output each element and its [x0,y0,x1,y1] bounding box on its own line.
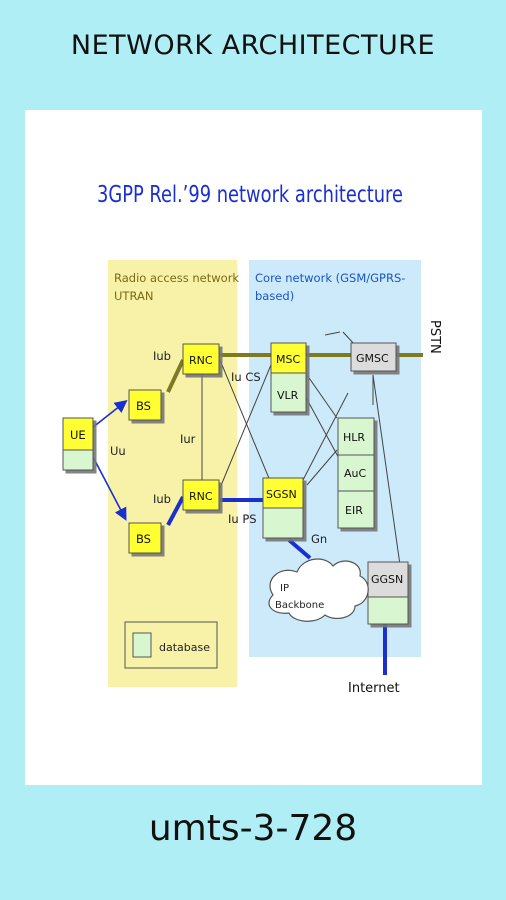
core-label-line1: Core network (GSM/GPRS- [255,271,405,285]
uu-label: Uu [110,444,126,458]
node-gmsc-label: GMSC [356,352,389,365]
page-title: NETWORK ARCHITECTURE [70,30,436,61]
network-diagram: 3GPP Rel.’99 network architecture Radio … [62,182,442,696]
node-gmsc: GMSC [350,342,397,372]
iur-label: Iur [180,432,196,446]
ip-backbone-cloud: IP Backbone [268,558,369,622]
node-rnc-top-label: RNC [189,354,213,367]
iu-ps-label: Iu PS [228,512,257,526]
node-bs-top-label: BS [136,399,151,413]
legend-label: database [159,641,210,654]
internet-label: Internet [348,681,400,696]
iub-top-label: Iub [153,349,171,363]
packet-links [166,496,387,675]
node-ggsn-label: GGSN [371,573,403,586]
cloud-label-line1: IP [280,583,289,594]
node-ggsn: GGSN [367,561,409,625]
node-vlr-label: VLR [277,389,299,402]
node-ue: UE [62,417,94,471]
ran-label-line2: UTRAN [114,289,153,303]
node-rnc-bottom-label: RNC [189,490,213,503]
iu-cs-label: Iu CS [231,370,261,384]
node-rnc-top: RNC [182,343,220,375]
footer-caption: umts-3-728 [148,808,358,849]
node-sgsn: SGSN [262,477,304,539]
core-label-line2: based) [255,289,294,303]
gn-label: Gn [311,532,327,546]
node-bs-top: BS [128,389,162,421]
node-ue-label: UE [70,428,86,442]
node-hlr-auc-eir: HLR AuC EIR [337,417,375,529]
node-msc-vlr: MSC VLR [270,342,307,413]
diagram-card: 3GPP Rel.’99 network architecture Radio … [25,110,482,785]
circuit-links [166,353,423,393]
ran-region [108,260,237,687]
diagram-title: 3GPP Rel.’99 network architecture [97,182,403,208]
legend: database [124,621,218,669]
node-msc-label: MSC [276,353,300,366]
node-eir-label: EIR [345,504,363,517]
node-auc-label: AuC [344,467,366,480]
node-sgsn-label: SGSN [266,488,297,501]
pstn-label: PSTN [427,320,442,354]
iub-bottom-label: Iub [153,492,171,506]
node-hlr-label: HLR [343,431,365,444]
cloud-label-line2: Backbone [275,600,324,611]
node-rnc-bottom: RNC [182,479,220,511]
radio-links [91,400,128,521]
ran-label-line1: Radio access network [114,271,239,285]
node-bs-bottom: BS [128,522,162,554]
node-bs-bottom-label: BS [136,532,151,546]
